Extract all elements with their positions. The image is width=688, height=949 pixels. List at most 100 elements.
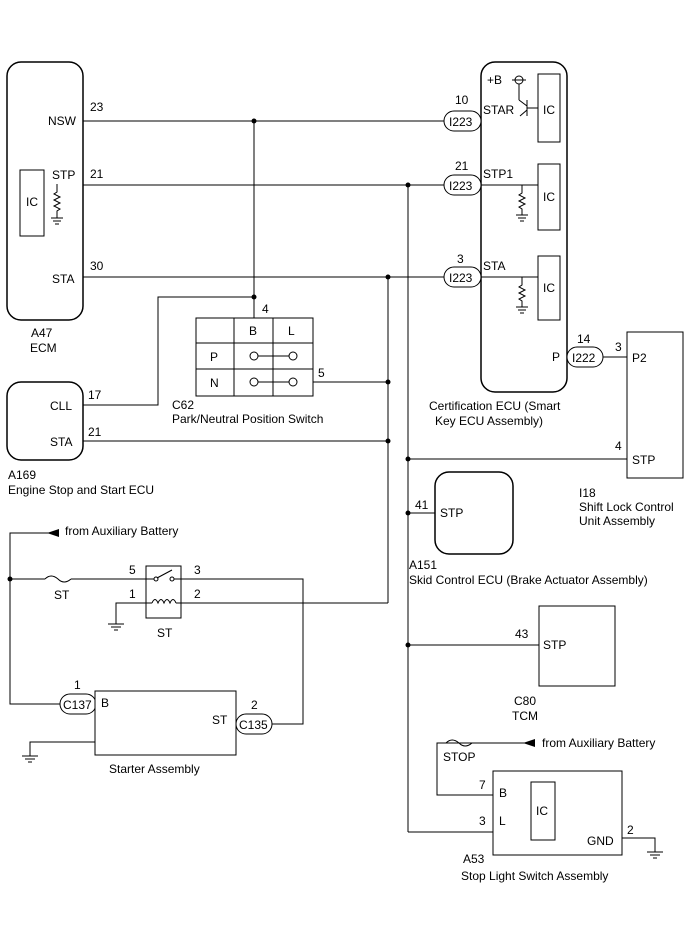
stop-switch-body — [492, 770, 623, 856]
tcm-id: C80 — [514, 694, 536, 708]
certification-ecu: IC IC IC +B STAR STP1 STA P 10 21 3 14 C… — [429, 61, 591, 428]
fuse-st-label: ST — [54, 588, 70, 602]
pnp-col-l: L — [288, 324, 295, 338]
svg-text:C135: C135 — [239, 718, 268, 732]
pnp-col-b: B — [249, 324, 257, 338]
cert-pin-stp1: STP1 — [483, 167, 513, 181]
cert-num-10: 10 — [455, 93, 469, 107]
tcm-name: TCM — [512, 709, 538, 723]
pnp-switch: B L P N 4 5 C62 Park/Neutral Position Sw… — [172, 302, 325, 426]
skid-id: A151 — [409, 558, 437, 572]
cert-num-21: 21 — [455, 159, 469, 173]
starter-pin-b: B — [101, 696, 109, 710]
svg-text:I222: I222 — [572, 351, 596, 365]
cert-num-3: 3 — [457, 252, 464, 266]
relay-pin-1: 1 — [129, 587, 136, 601]
connector-pills: I223 I223 I223 I222 C137 C135 — [59, 110, 604, 735]
shift-num-4: 4 — [615, 439, 622, 453]
tcm-pin-stp: STP — [543, 638, 566, 652]
relay-pin-5: 5 — [129, 563, 136, 577]
conn-i223-c — [443, 266, 482, 288]
ecm-ic-box — [19, 169, 45, 237]
stop-light-switch: from Auxiliary Battery STOP IC B L GND 7… — [443, 736, 663, 883]
ecm-name: ECM — [30, 341, 57, 355]
cert-ic-1-label: IC — [543, 103, 555, 117]
cert-pin-star: STAR — [483, 103, 514, 117]
starter-assembly: B ST 1 2 Starter Assembly — [22, 678, 258, 776]
cert-ic-3 — [537, 255, 561, 321]
svg-text:I223: I223 — [449, 115, 473, 129]
shift-lock: P2 STP 3 4 I18 Shift Lock Control Unit A… — [579, 331, 684, 528]
fuse-stop-icon — [445, 739, 473, 747]
ecm-ic-label: IC — [26, 195, 38, 209]
ecm-num-21: 21 — [90, 167, 104, 181]
stop-pin-b: B — [499, 786, 507, 800]
skid-num-41: 41 — [415, 498, 429, 512]
conn-i222 — [566, 346, 604, 368]
ess-name: Engine Stop and Start ECU — [8, 483, 154, 497]
ecm-pin-nsw: NSW — [48, 114, 77, 128]
pnp-id: C62 — [172, 398, 194, 412]
relay-body — [145, 565, 182, 619]
starter-body — [94, 690, 237, 756]
cert-pin-sta: STA — [483, 259, 505, 273]
pnp-name: Park/Neutral Position Switch — [172, 412, 323, 426]
shift-pin-p2: P2 — [632, 351, 647, 365]
ecm: IC NSW STP STA 23 21 30 A47 ECM — [6, 61, 104, 355]
svg-text:I223: I223 — [449, 179, 473, 193]
ess-id: A169 — [8, 468, 36, 482]
starter-pin-st: ST — [212, 713, 228, 727]
cert-pin-p: P — [552, 350, 560, 364]
shift-lock-body — [626, 331, 684, 479]
tcm-body — [538, 605, 616, 687]
ecm-pin-sta: STA — [52, 272, 74, 286]
wires — [9, 120, 656, 852]
relay-pin-3: 3 — [194, 563, 201, 577]
arrow-left-icon — [523, 739, 535, 747]
arrow-left-icon — [47, 529, 59, 537]
ess-num-17: 17 — [88, 388, 102, 402]
ecm-stp-resistor — [52, 184, 62, 218]
ess-pin-sta: STA — [50, 435, 72, 449]
relay-label: ST — [157, 626, 173, 640]
ecm-id: A47 — [31, 326, 53, 340]
fuse-stop-label: STOP — [443, 750, 475, 764]
shift-name2: Unit Assembly — [579, 514, 655, 528]
stop-pin-gnd: GND — [587, 834, 614, 848]
cert-num-14: 14 — [577, 332, 591, 346]
pnp-row-p: P — [210, 350, 218, 364]
conn-i223-a — [443, 110, 482, 132]
ess-ecu-body — [6, 381, 84, 461]
shift-pin-stp: STP — [632, 453, 655, 467]
pnp-row-n: N — [210, 376, 219, 390]
cert-ic-3-label: IC — [543, 281, 555, 295]
junctions — [7, 118, 411, 648]
svg-text:I223: I223 — [449, 271, 473, 285]
skid-name: Skid Control ECU (Brake Actuator Assembl… — [409, 573, 648, 587]
ecm-pin-stp: STP — [52, 168, 75, 182]
aux-label-2: from Auxiliary Battery — [542, 736, 655, 750]
ess-ecu: CLL STA 17 21 A169 Engine Stop and Start… — [6, 381, 154, 497]
stop-num-2: 2 — [627, 823, 634, 837]
stop-name: Stop Light Switch Assembly — [461, 869, 608, 883]
starter-name: Starter Assembly — [109, 762, 200, 776]
aux-feed-left: from Auxiliary Battery ST — [44, 524, 178, 602]
stop-num-7: 7 — [479, 778, 486, 792]
shift-name: Shift Lock Control — [579, 500, 674, 514]
skid-body — [434, 471, 514, 555]
ecm-body — [6, 61, 84, 321]
svg-text:C137: C137 — [63, 698, 92, 712]
stop-num-3: 3 — [479, 814, 486, 828]
ess-num-21: 21 — [88, 425, 102, 439]
stop-ic-label: IC — [536, 804, 548, 818]
fuse-st-icon — [44, 575, 72, 583]
skid-pin-stp: STP — [440, 506, 463, 520]
relay-coil-icon — [151, 599, 177, 605]
tcm: STP 43 C80 TCM — [512, 605, 616, 723]
cert-name2: Key ECU Assembly) — [435, 414, 543, 428]
ecm-num-30: 30 — [90, 259, 104, 273]
aux-label-1: from Auxiliary Battery — [65, 524, 178, 538]
cert-ic-2 — [537, 163, 561, 231]
